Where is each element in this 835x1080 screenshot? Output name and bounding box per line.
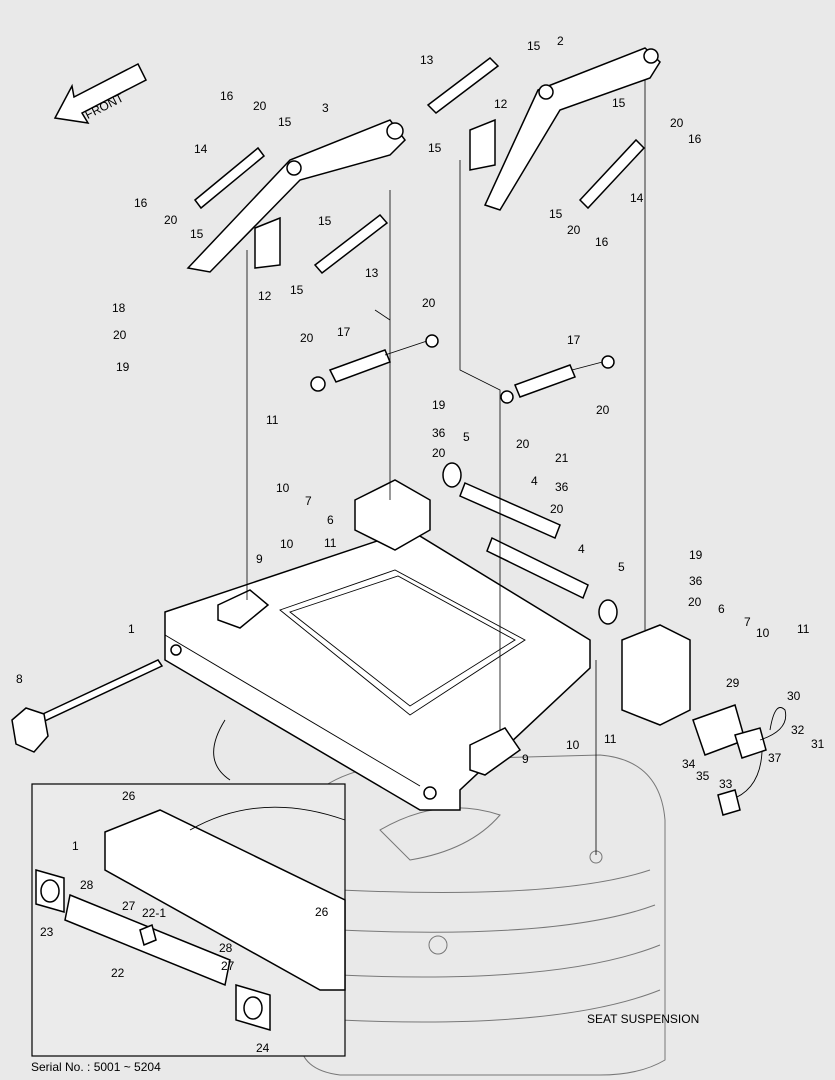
callout-11: 11 bbox=[797, 622, 810, 636]
callout-16: 16 bbox=[134, 196, 148, 210]
callout-31: 31 bbox=[811, 737, 825, 751]
callout-10: 10 bbox=[566, 738, 580, 752]
callout-13: 13 bbox=[420, 53, 434, 67]
callout-15: 15 bbox=[190, 227, 204, 241]
callout-3: 3 bbox=[322, 101, 329, 115]
callout-10: 10 bbox=[276, 481, 290, 495]
inset-detail bbox=[31, 719, 346, 1057]
upper-arm-left bbox=[186, 119, 406, 273]
callout-14: 14 bbox=[630, 191, 644, 205]
assembly-lines bbox=[246, 80, 646, 855]
callout-20: 20 bbox=[164, 213, 178, 227]
inset-callout-27: 27 bbox=[221, 959, 235, 973]
callout-5: 5 bbox=[618, 560, 625, 574]
callout-18: 18 bbox=[112, 301, 126, 315]
callout-11: 11 bbox=[324, 536, 337, 550]
adjust-knob-shaft bbox=[11, 659, 164, 753]
gas-spring-left bbox=[310, 334, 439, 392]
links bbox=[193, 57, 646, 275]
callout-19: 19 bbox=[432, 398, 446, 412]
callout-7: 7 bbox=[744, 615, 751, 629]
callout-16: 16 bbox=[688, 132, 702, 146]
inset-callout-26: 26 bbox=[122, 789, 136, 803]
inset-callout-28: 28 bbox=[219, 941, 233, 955]
callout-20: 20 bbox=[567, 223, 581, 237]
callout-15: 15 bbox=[527, 39, 541, 53]
callout-1: 1 bbox=[128, 622, 135, 636]
callout-4: 4 bbox=[578, 542, 585, 556]
callout-17: 17 bbox=[337, 325, 351, 339]
callout-20: 20 bbox=[113, 328, 127, 342]
inset-callout-22: 22 bbox=[111, 966, 125, 980]
gas-spring-right bbox=[500, 355, 615, 404]
callout-12: 12 bbox=[494, 97, 508, 111]
callout-10: 10 bbox=[280, 537, 294, 551]
callout-15: 15 bbox=[612, 96, 626, 110]
inset-callout-23: 23 bbox=[40, 925, 54, 939]
callout-35: 35 bbox=[696, 769, 710, 783]
callout-36: 36 bbox=[432, 426, 446, 440]
callout-37: 37 bbox=[768, 751, 782, 765]
callout-36: 36 bbox=[555, 480, 569, 494]
callout-16: 16 bbox=[595, 235, 609, 249]
callout-5: 5 bbox=[463, 430, 470, 444]
inset-callout-26: 26 bbox=[315, 905, 329, 919]
inset-callout-22-1: 22-1 bbox=[142, 906, 166, 920]
seat-cushion-outline bbox=[299, 754, 666, 1076]
callout-34: 34 bbox=[682, 757, 696, 771]
front-arrow: FRONT bbox=[53, 62, 148, 124]
callout-19: 19 bbox=[689, 548, 703, 562]
callout-6: 6 bbox=[718, 602, 725, 616]
callout-14: 14 bbox=[194, 142, 208, 156]
callout-20: 20 bbox=[550, 502, 564, 516]
callout-33: 33 bbox=[719, 777, 733, 791]
callout-labels: 1 2 3 4 4 5 5 6 6 7 7 8 9 9 10 10 10 10 … bbox=[16, 34, 825, 1055]
callout-7: 7 bbox=[305, 494, 312, 508]
callout-17: 17 bbox=[567, 333, 581, 347]
callout-20: 20 bbox=[516, 437, 530, 451]
callout-20: 20 bbox=[596, 403, 610, 417]
callout-29: 29 bbox=[726, 676, 740, 690]
seat-switch-assembly bbox=[692, 704, 787, 816]
callout-10: 10 bbox=[756, 626, 770, 640]
callout-19: 19 bbox=[116, 360, 130, 374]
serial-number: Serial No. : 5001 ~ 5204 bbox=[31, 1060, 161, 1074]
callout-13: 13 bbox=[365, 266, 379, 280]
callout-30: 30 bbox=[787, 689, 801, 703]
callout-11: 11 bbox=[604, 732, 617, 746]
callout-21: 21 bbox=[555, 451, 569, 465]
upper-arm-right bbox=[483, 47, 661, 211]
callout-20: 20 bbox=[253, 99, 267, 113]
callout-15: 15 bbox=[290, 283, 304, 297]
callout-15: 15 bbox=[428, 141, 442, 155]
callout-15: 15 bbox=[318, 214, 332, 228]
diagram-title: SEAT SUSPENSION bbox=[587, 1012, 699, 1026]
callout-20: 20 bbox=[688, 595, 702, 609]
callout-9: 9 bbox=[522, 752, 529, 766]
inset-callout-24: 24 bbox=[256, 1041, 270, 1055]
callout-20: 20 bbox=[422, 296, 436, 310]
callout-11: 11 bbox=[266, 413, 279, 427]
callout-4: 4 bbox=[531, 474, 538, 488]
callout-20: 20 bbox=[300, 331, 314, 345]
callout-6: 6 bbox=[327, 513, 334, 527]
callout-36: 36 bbox=[689, 574, 703, 588]
callout-32: 32 bbox=[791, 723, 805, 737]
callout-16: 16 bbox=[220, 89, 234, 103]
callout-9: 9 bbox=[256, 552, 263, 566]
callout-12: 12 bbox=[258, 289, 272, 303]
inset-callout-27: 27 bbox=[122, 899, 136, 913]
callout-20: 20 bbox=[432, 446, 446, 460]
callout-20: 20 bbox=[670, 116, 684, 130]
pivot-brackets bbox=[217, 118, 691, 776]
callout-15: 15 bbox=[278, 115, 292, 129]
base-frame bbox=[164, 529, 591, 811]
inset-callout-28: 28 bbox=[80, 878, 94, 892]
callout-8: 8 bbox=[16, 672, 23, 686]
cross-shafts bbox=[442, 462, 618, 625]
inset-callout-1: 1 bbox=[72, 839, 79, 853]
callout-15: 15 bbox=[549, 207, 563, 221]
callout-2: 2 bbox=[557, 34, 564, 48]
